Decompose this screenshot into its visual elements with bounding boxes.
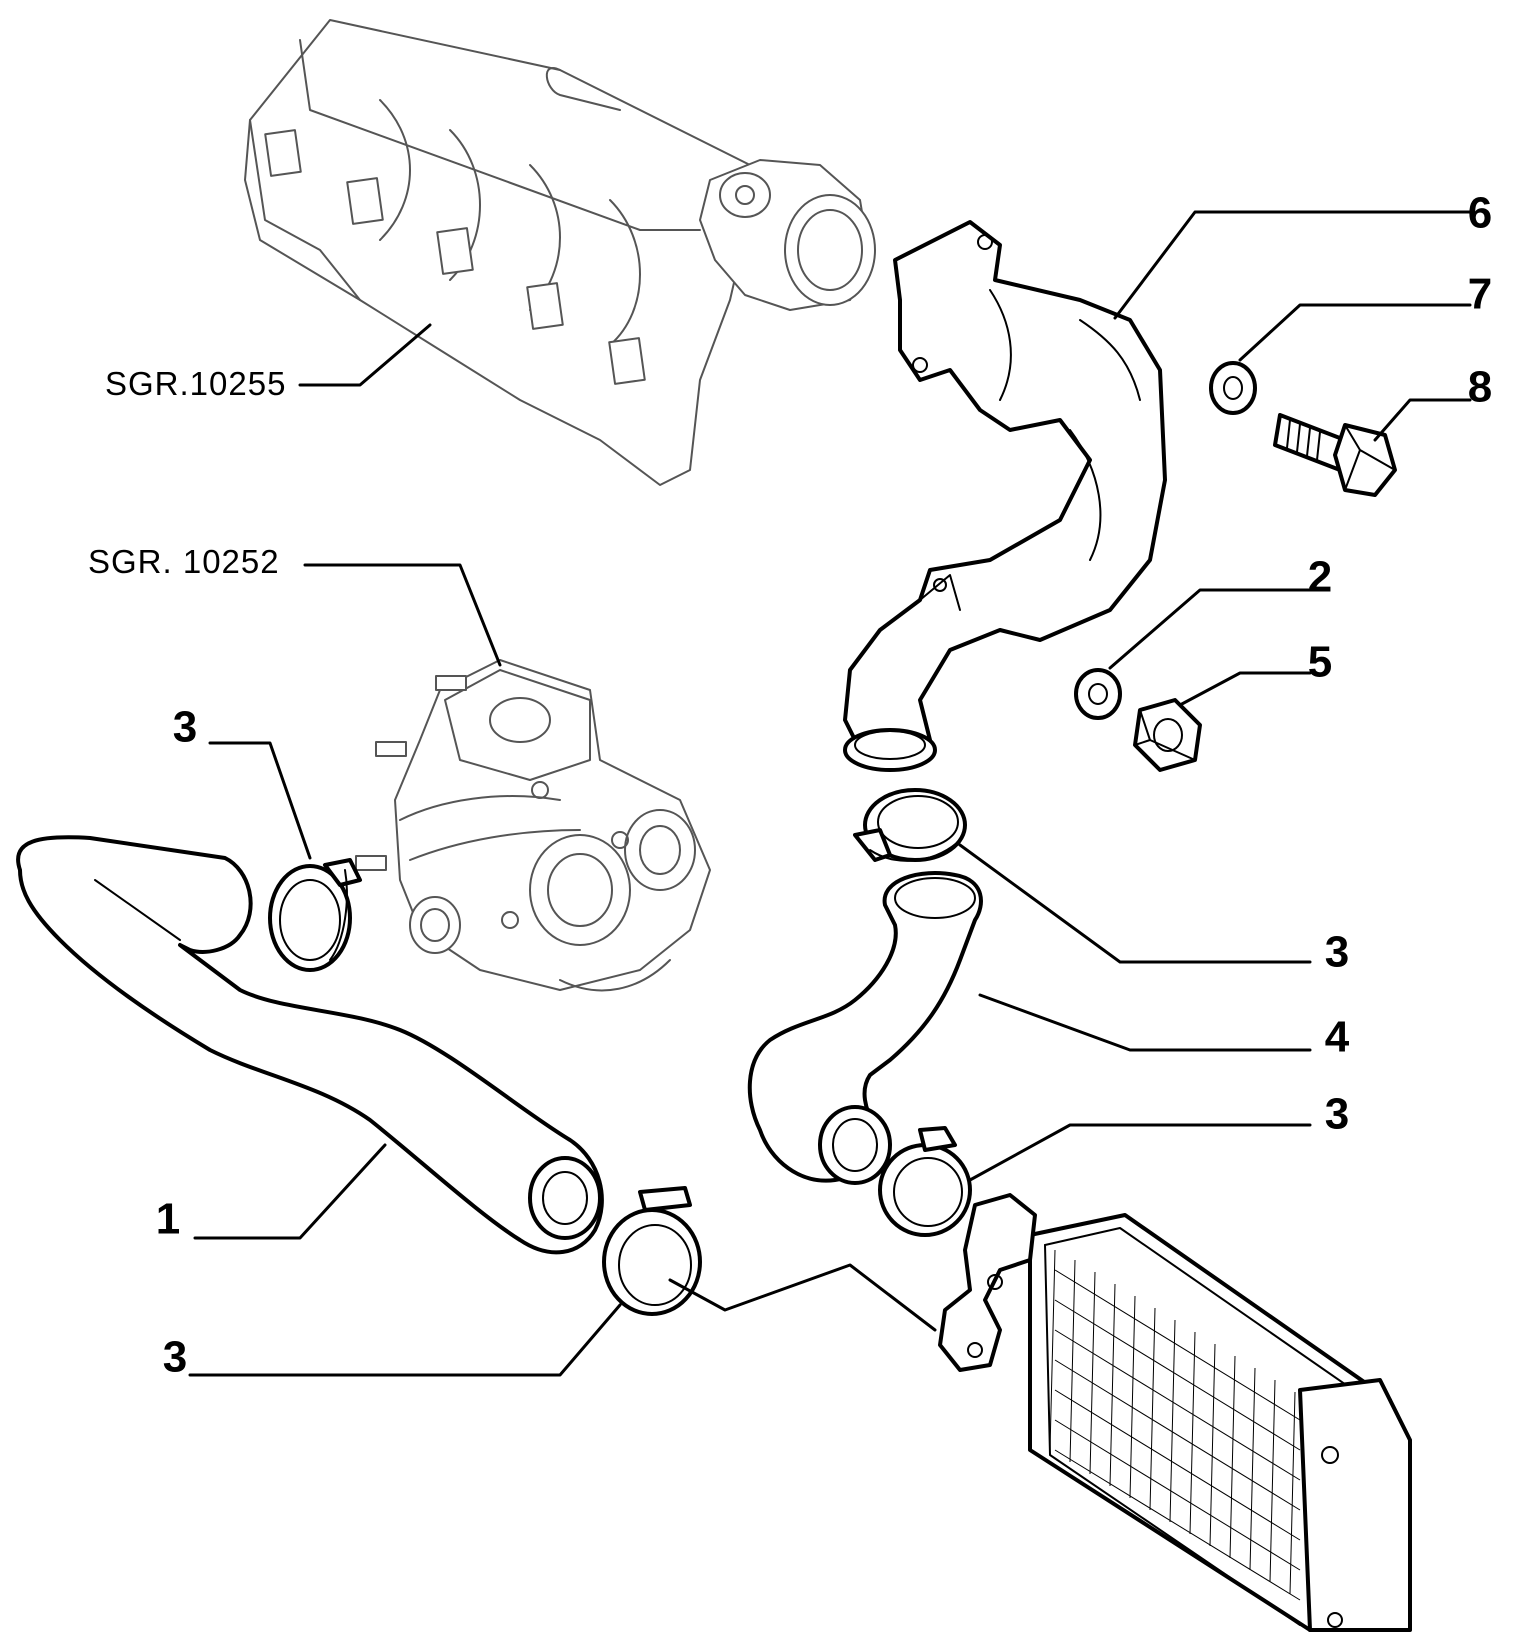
leader-line-3-upper xyxy=(958,843,1312,964)
label-pos-6: 6 xyxy=(1468,189,1492,238)
part-3-upper-clamp xyxy=(853,788,967,862)
leader-line-6 xyxy=(1113,210,1472,320)
label-pos-7: 7 xyxy=(1468,270,1492,319)
part-8-bolt xyxy=(1273,413,1397,497)
label-pos-3-upper: 3 xyxy=(1325,928,1349,977)
part-7-washer xyxy=(1209,361,1257,415)
leader-line-8 xyxy=(1373,398,1472,442)
intercooler-core-mesh xyxy=(1049,1249,1301,1601)
part-5-nut xyxy=(1133,698,1202,772)
label-pos-4: 4 xyxy=(1325,1013,1350,1062)
label-pos-2: 2 xyxy=(1308,553,1332,602)
label-pos-3-turbo: 3 xyxy=(173,703,197,752)
leader-line-3-lower xyxy=(188,1303,622,1377)
leader-line-3-middle xyxy=(968,1123,1312,1182)
label-pos-3-lower: 3 xyxy=(163,1333,187,1382)
label-pos-5: 5 xyxy=(1308,638,1332,687)
leader-line-4 xyxy=(978,993,1312,1052)
turbocharger-drawing xyxy=(355,659,711,992)
part-3-turbo-clamp xyxy=(268,858,362,972)
part-1-hose xyxy=(16,835,604,1255)
label-sgr-turbo: SGR. 10252 xyxy=(88,543,280,580)
leader-line-3-turbo xyxy=(208,741,312,860)
intake-manifold-drawing xyxy=(244,19,876,486)
label-sgr-manifold: SGR.10255 xyxy=(105,365,286,402)
part-2-washer xyxy=(1074,668,1122,720)
leader-line-1 xyxy=(193,1143,387,1240)
leader-line-sgr-turbo xyxy=(303,563,502,667)
leader-line-2 xyxy=(1108,588,1312,670)
intercooler-drawing xyxy=(938,1193,1412,1632)
label-pos-1: 1 xyxy=(156,1195,180,1244)
leader-line-7 xyxy=(1238,303,1472,362)
part-4-hose xyxy=(747,871,983,1185)
leader-line-sgr-manifold xyxy=(298,323,432,387)
part-3-middle-clamp xyxy=(878,1126,972,1237)
part-3-lower-clamp xyxy=(602,1186,702,1316)
label-pos-8: 8 xyxy=(1468,363,1492,412)
leader-line-clamp-to-intercooler xyxy=(668,1263,937,1332)
part-6-intake-pipe xyxy=(843,220,1167,772)
label-pos-3-middle: 3 xyxy=(1325,1090,1349,1139)
leader-line-5 xyxy=(1178,671,1312,707)
